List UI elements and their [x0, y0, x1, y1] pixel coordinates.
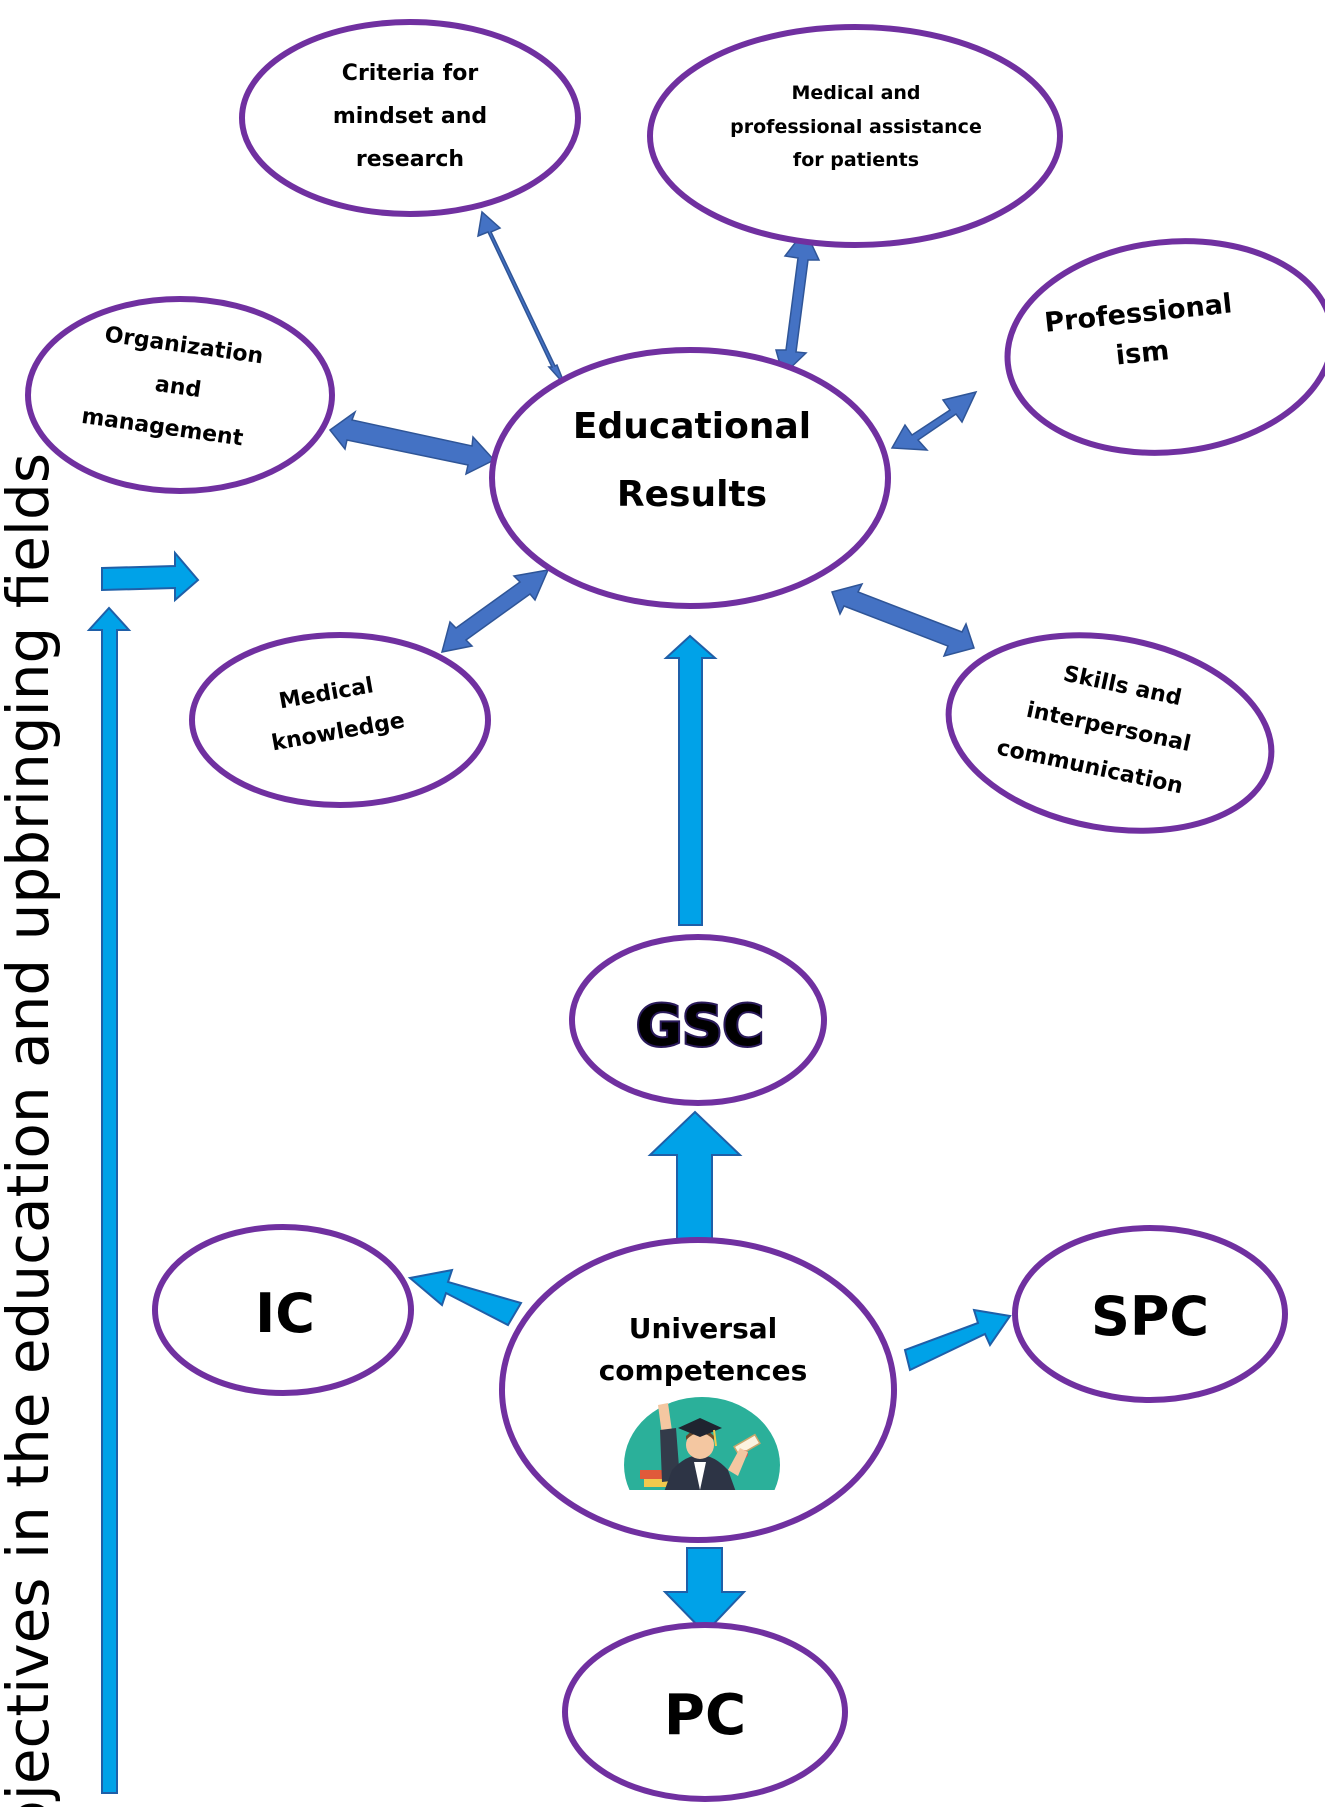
universal-to-spc-arrow [903, 1308, 1012, 1372]
graduate-icon [624, 1397, 780, 1490]
assistance-line-3: for patients [793, 149, 919, 171]
pc-node [562, 1622, 848, 1802]
assistance-line-1: Medical and [791, 82, 920, 104]
pc-label: PC [664, 1683, 746, 1748]
results-criteria-arrow [477, 210, 566, 386]
small-right-arrow [101, 550, 200, 603]
vertical-up-arrow [86, 606, 132, 1794]
criteria-node [239, 19, 581, 217]
results-node [489, 347, 891, 609]
assistance-node [647, 24, 1063, 248]
ic-label: IC [255, 1282, 315, 1345]
universal-node [499, 1237, 897, 1543]
criteria-label: Criteria for mindset and research [333, 61, 487, 172]
universal-to-pc-arrow [662, 1547, 747, 1635]
universal-line-1: Universal [629, 1312, 777, 1345]
universal-to-gsc-arrow [647, 1110, 743, 1243]
criteria-line-2: mindset and [333, 104, 487, 129]
results-line-2: Results [617, 474, 767, 515]
knowledge-node [189, 632, 491, 808]
assistance-line-2: professional assistance [730, 116, 982, 138]
gsc-to-results-arrow [663, 634, 718, 926]
results-label: Educational Results [573, 406, 811, 515]
results-professionalism-arrow [890, 390, 978, 451]
universal-line-2: competences [599, 1354, 808, 1387]
gsc-node [569, 934, 827, 1106]
results-organization-arrow [328, 409, 496, 476]
results-skills-arrow [831, 582, 975, 658]
universal-to-ic-arrow [407, 1268, 523, 1327]
spc-label: SPC [1091, 1285, 1209, 1348]
dark-arrows [328, 210, 978, 658]
results-line-1: Educational [573, 406, 811, 447]
light-arrows [86, 550, 1012, 1794]
results-assistance-arrow [775, 228, 821, 377]
professionalism-node [1004, 238, 1325, 456]
professionalism-line-2: ism [1114, 335, 1170, 371]
ic-node [152, 1224, 414, 1396]
organization-node [25, 296, 335, 494]
criteria-line-1: Criteria for [342, 61, 479, 86]
side-label: bjectives in the education and upbringin… [0, 453, 62, 1807]
gsc-label: GSC [636, 994, 763, 1059]
universal-label: Universal competences [599, 1312, 808, 1387]
results-knowledge-arrow [440, 569, 550, 653]
spc-node [1012, 1225, 1288, 1403]
criteria-line-3: research [356, 147, 464, 172]
nodes [25, 19, 1325, 1802]
assistance-label: Medical and professional assistance for … [730, 82, 982, 171]
skills-node [945, 632, 1275, 834]
